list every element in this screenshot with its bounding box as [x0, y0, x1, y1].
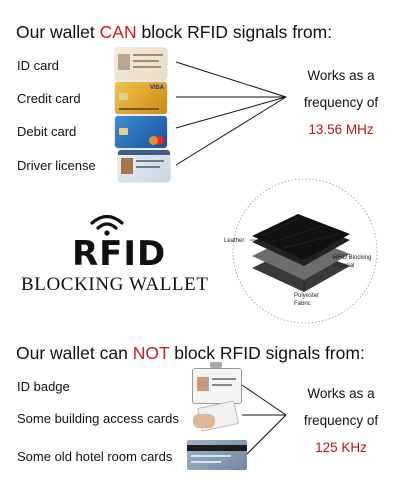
access-card-image — [193, 400, 243, 432]
not-emphasis: NOT — [132, 343, 170, 363]
frequency-125: 125 KHz — [315, 440, 367, 455]
item-driver-license: Driver license — [17, 158, 96, 173]
hotel-card-image — [187, 440, 247, 470]
item-debit-card: Debit card — [17, 124, 77, 139]
item-building-access-cards: Some building access cards — [17, 411, 179, 426]
layer-polyester-label: Polyester Fabric — [294, 293, 320, 307]
item-hotel-room-cards: Some old hotel room cards — [17, 449, 173, 464]
can-emphasis: CAN — [99, 22, 137, 42]
item-id-card: ID card — [17, 58, 59, 73]
material-layers-diagram — [232, 178, 378, 324]
driver-license-image — [118, 150, 170, 182]
top-heading: Our wallet CAN block RFID signals from: — [16, 22, 333, 42]
item-id-badge: ID badge — [17, 379, 70, 394]
bottom-heading: Our wallet can NOT block RFID signals fr… — [16, 343, 365, 363]
top-frequency-info: Works as a frequency of 13.56 MHz — [286, 62, 396, 143]
credit-card-image: VISA — [115, 82, 167, 114]
bottom-frequency-info: Works as a frequency of 125 KHz — [286, 380, 396, 461]
item-credit-card: Credit card — [17, 91, 81, 106]
frequency-13-56: 13.56 MHz — [308, 122, 374, 137]
rfid-logo-text: RFID — [72, 234, 167, 274]
layer-leather-label: Leather — [224, 238, 245, 244]
wifi-signal-icon — [90, 214, 124, 236]
id-badge-image — [192, 362, 242, 404]
id-card-image — [115, 48, 167, 80]
debit-card-image — [115, 116, 167, 148]
blocking-wallet-text: BLOCKING WALLET — [21, 274, 209, 295]
layer-rfid-label: RFID Blocking Material — [333, 255, 372, 269]
